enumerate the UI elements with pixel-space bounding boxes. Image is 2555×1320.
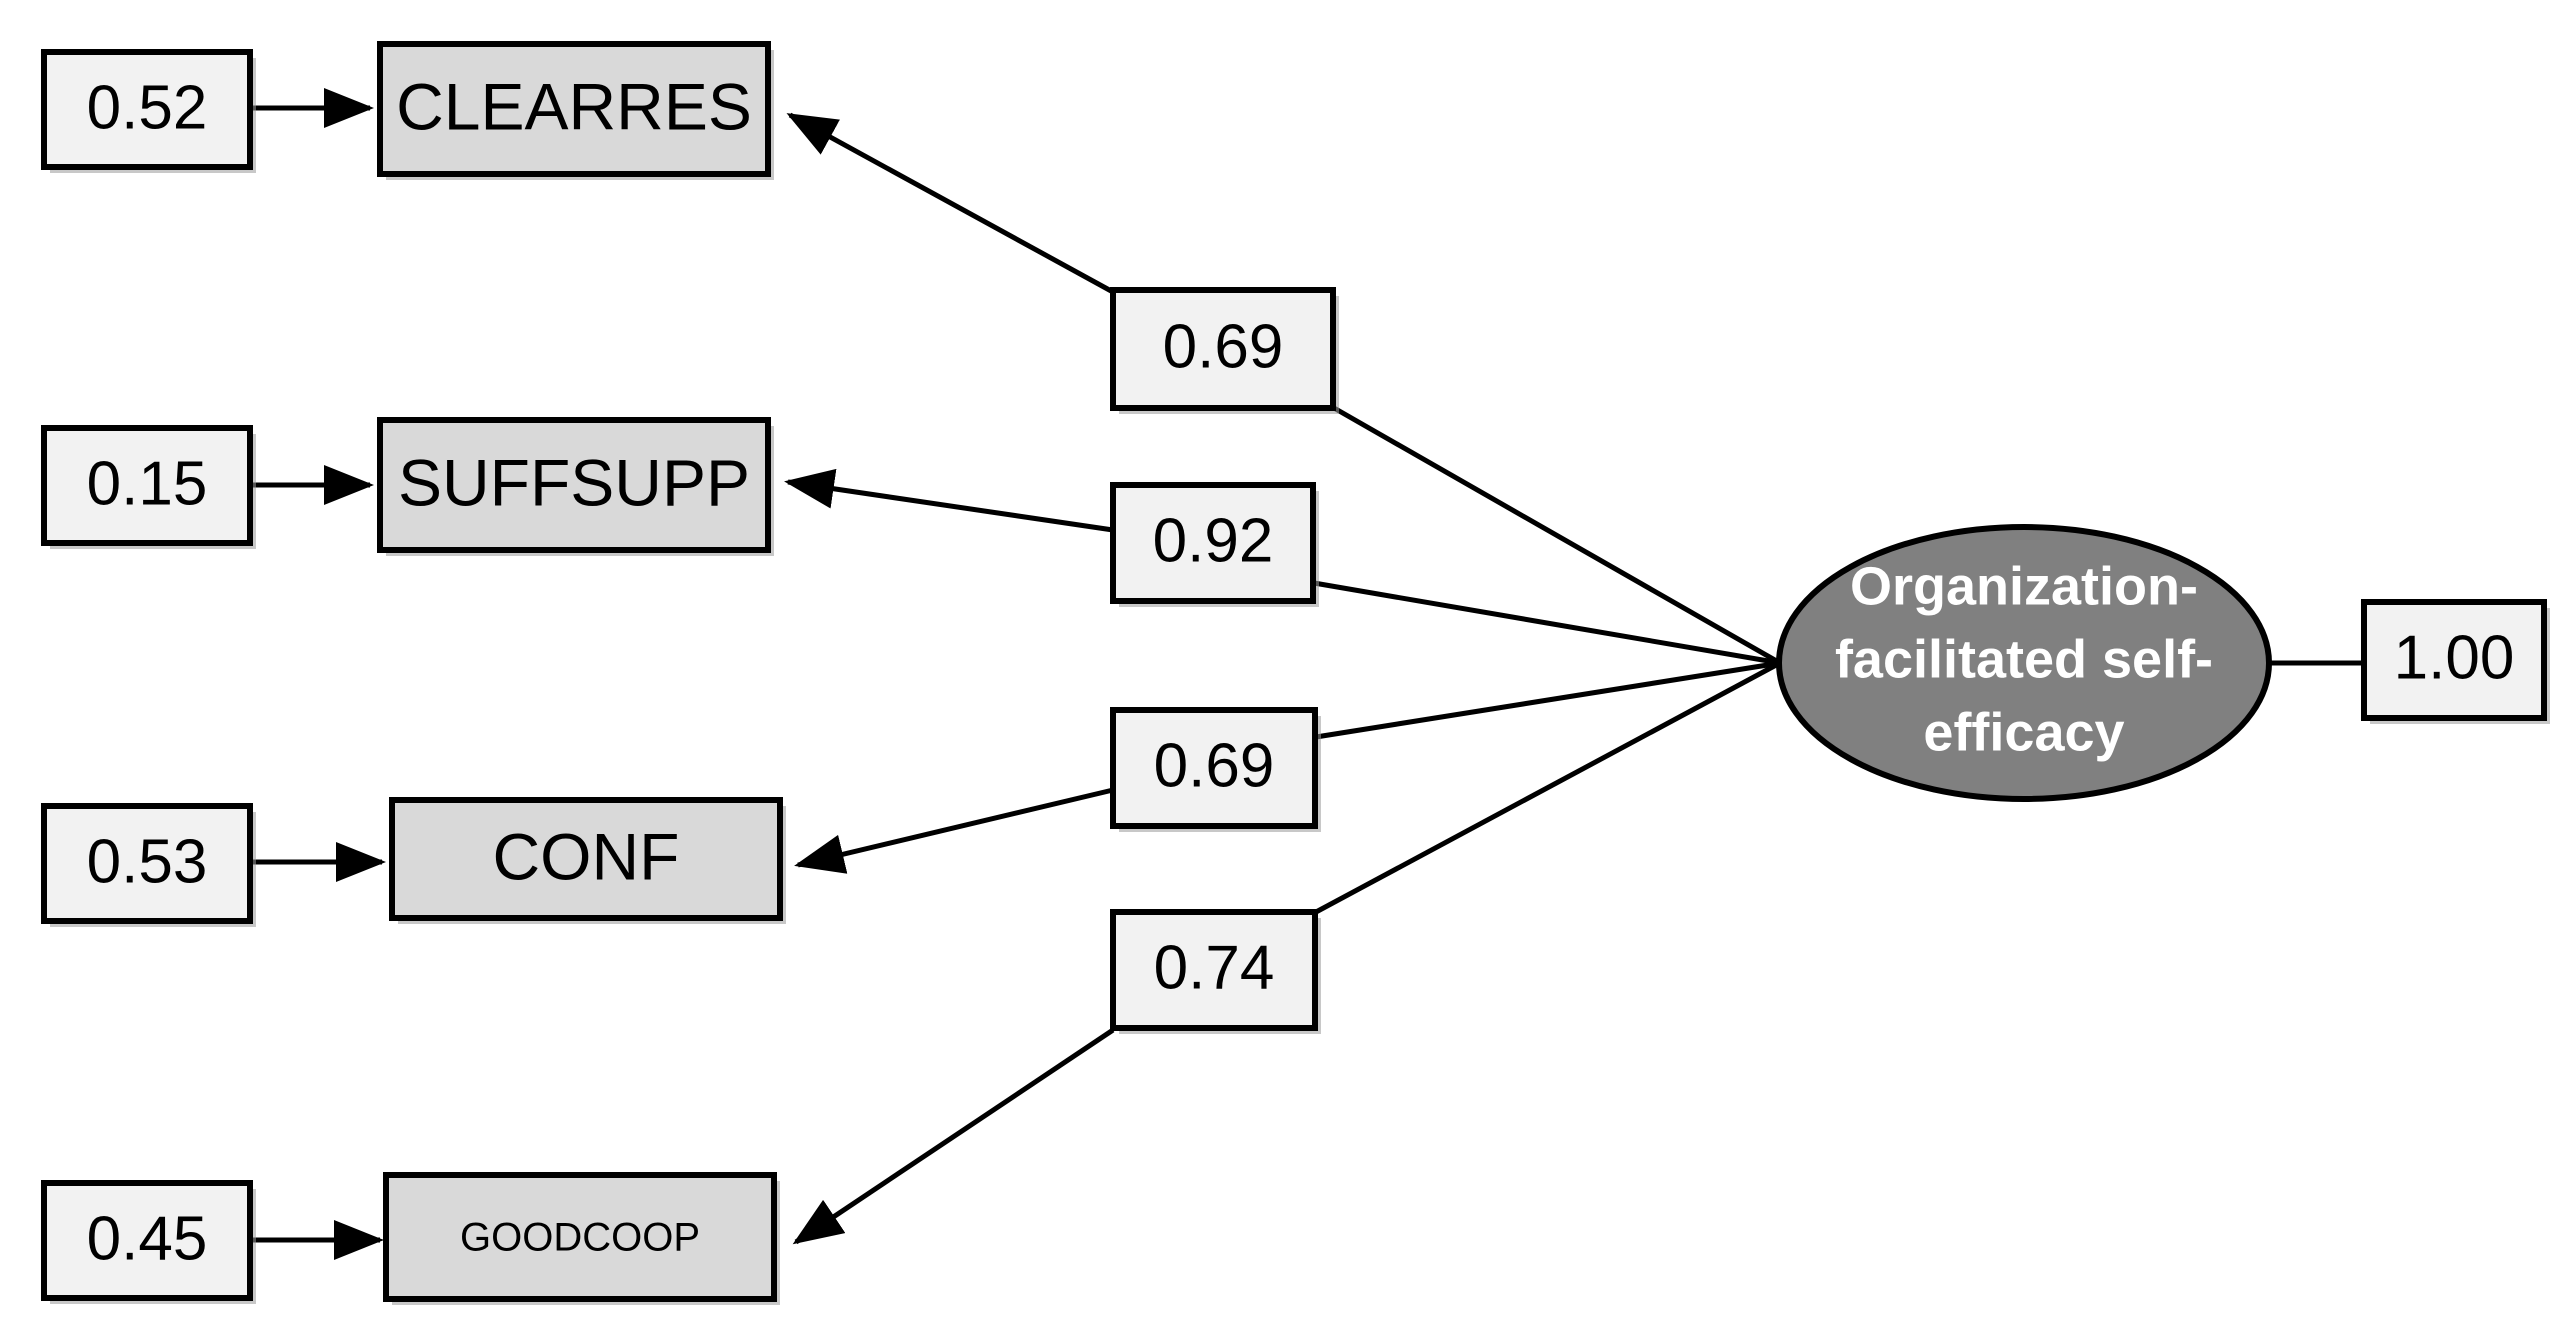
error-value-conf: 0.53 (87, 827, 208, 896)
loading-value-conf: 0.69 (1154, 731, 1275, 800)
indicator-label-goodcoop: GOODCOOP (460, 1216, 700, 1260)
indicator-box-goodcoop[interactable]: GOODCOOP (383, 1172, 780, 1305)
loading-coefficient-boxes: 0.69 0.92 0.69 0.74 (1110, 287, 1339, 1034)
loading-value-goodcoop: 0.74 (1154, 933, 1275, 1002)
loading-box-suffsupp[interactable]: 0.92 (1110, 482, 1319, 607)
edge-latent-goodcoop-right (1314, 660, 1782, 915)
loading-value-clearres: 0.69 (1163, 312, 1284, 381)
loading-box-conf[interactable]: 0.69 (1110, 707, 1321, 832)
latent-to-indicator-edges (784, 112, 1782, 1245)
loading-box-clearres[interactable]: 0.69 (1110, 287, 1339, 414)
error-box-conf[interactable]: 0.53 (41, 803, 256, 927)
latent-label-line-2: facilitated self- (1835, 629, 2213, 689)
edge-latent-conf-right (1315, 660, 1781, 740)
latent-label-line-1: Organization- (1850, 556, 2198, 616)
indicator-label-suffsupp: SUFFSUPP (398, 445, 750, 519)
indicator-label-clearres: CLEARRES (396, 69, 752, 143)
error-box-suffsupp[interactable]: 0.15 (41, 425, 256, 549)
latent-factor-node[interactable]: Organization- facilitated self- efficacy (1776, 524, 2272, 802)
error-value-clearres: 0.52 (87, 73, 208, 142)
indicator-box-clearres[interactable]: CLEARRES (377, 41, 774, 180)
error-value-goodcoop: 0.45 (87, 1204, 208, 1273)
error-box-goodcoop[interactable]: 0.45 (41, 1180, 256, 1304)
edge-latent-conf-left (794, 787, 1114, 874)
error-value-suffsupp: 0.15 (87, 449, 208, 518)
indicator-box-conf[interactable]: CONF (389, 797, 786, 924)
edge-latent-suffsupp-right (1313, 580, 1781, 666)
edge-latent-suffsupp-left (784, 468, 1114, 533)
latent-label-line-3: efficacy (1923, 702, 2124, 762)
indicator-box-suffsupp[interactable]: SUFFSUPP (377, 417, 774, 556)
indicator-label-conf: CONF (493, 819, 680, 893)
latent-ellipse-shape (1776, 524, 2272, 802)
error-boxes: 0.52 0.15 0.53 0.45 (41, 49, 256, 1304)
variance-value: 1.00 (2394, 623, 2515, 692)
indicator-boxes: CLEARRES SUFFSUPP CONF GOODCOOP (377, 41, 786, 1305)
edge-latent-clearres-right (1332, 405, 1782, 666)
edge-latent-goodcoop-left (792, 1027, 1115, 1245)
loading-value-suffsupp: 0.92 (1153, 506, 1274, 575)
edge-latent-clearres-left (786, 112, 1115, 295)
error-to-indicator-edges (250, 88, 387, 1260)
loading-box-goodcoop[interactable]: 0.74 (1110, 909, 1321, 1034)
error-box-clearres[interactable]: 0.52 (41, 49, 256, 173)
variance-box[interactable]: 1.00 (2361, 599, 2550, 724)
